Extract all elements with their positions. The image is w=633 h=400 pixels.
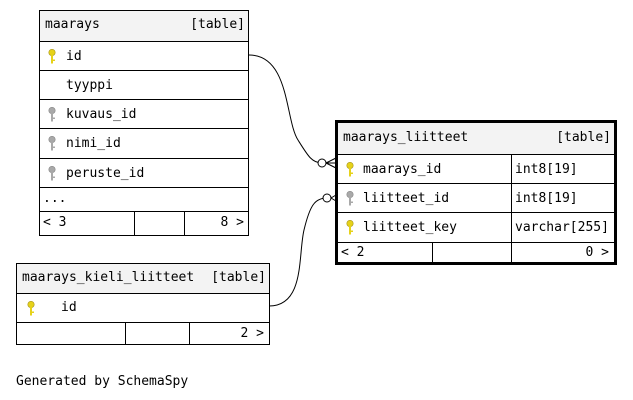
cell-divider — [184, 212, 185, 235]
foreign-key-icon — [346, 190, 354, 206]
table-name: maarays_kieli_liitteet — [22, 270, 195, 285]
primary-key-icon — [48, 48, 56, 64]
table-maarays-liitteet[interactable]: maarays_liitteet [table] maarays_id int8… — [335, 120, 617, 265]
column-name: liitteet_id — [363, 191, 450, 206]
table-kind: [table] — [190, 17, 245, 32]
column-name: nimi_id — [66, 136, 121, 151]
column-row[interactable]: nimi_id — [40, 128, 248, 158]
cell-divider — [511, 243, 512, 263]
column-name: liitteet_key — [363, 220, 457, 235]
column-name: kuvaus_id — [66, 107, 137, 122]
cell-divider — [511, 184, 512, 213]
parents-count[interactable]: < 2 — [341, 245, 365, 260]
table-name: maarays — [45, 17, 100, 32]
foreign-key-icon — [48, 135, 56, 151]
cell-divider — [511, 155, 512, 184]
cell-divider — [432, 243, 433, 263]
edge-end-circle — [322, 193, 332, 203]
primary-key-icon — [27, 300, 35, 316]
more-columns-indicator: ... — [43, 191, 67, 206]
column-name: peruste_id — [66, 166, 145, 181]
column-row[interactable]: liitteet_id int8[19] — [338, 183, 614, 213]
column-row[interactable]: maarays_id int8[19] — [338, 154, 614, 184]
cell-divider — [125, 323, 126, 344]
column-type: int8[19] — [515, 162, 578, 177]
table-header[interactable]: maarays [table] — [40, 11, 248, 41]
generator-footer: Generated by SchemaSpy — [16, 374, 189, 389]
children-count[interactable]: 0 > — [585, 245, 609, 260]
table-kind: [table] — [211, 270, 266, 285]
more-columns-row[interactable]: ... — [40, 187, 248, 211]
table-maarays-kieli-liitteet[interactable]: maarays_kieli_liitteet [table] id 2 > — [16, 263, 270, 345]
table-maarays[interactable]: maarays [table] id tyyppi kuvaus_id nimi… — [39, 10, 249, 236]
cell-divider — [134, 212, 135, 235]
column-row[interactable]: liitteet_key varchar[255] — [338, 212, 614, 242]
edge-maarays-kieli-liitteet-to-maarays-liitteet — [268, 197, 328, 307]
column-type: int8[19] — [515, 191, 578, 206]
column-row[interactable]: kuvaus_id — [40, 99, 248, 129]
primary-key-icon — [346, 219, 354, 235]
cell-divider — [511, 213, 512, 242]
column-row[interactable]: tyyppi — [40, 70, 248, 100]
column-name: tyyppi — [66, 78, 113, 93]
children-count[interactable]: 8 > — [220, 215, 244, 230]
relationship-counts-row: < 2 0 > — [338, 242, 614, 263]
column-row[interactable]: id — [17, 293, 269, 322]
primary-key-icon — [346, 161, 354, 177]
cell-divider — [189, 323, 190, 344]
table-header[interactable]: maarays_kieli_liitteet [table] — [17, 264, 269, 293]
table-name: maarays_liitteet — [343, 130, 469, 145]
column-name: maarays_id — [363, 162, 442, 177]
relationship-counts-row: < 3 8 > — [40, 211, 248, 235]
column-name: id — [61, 300, 77, 315]
column-row[interactable]: id — [40, 41, 248, 71]
edge-end-circle — [317, 158, 327, 168]
foreign-key-icon — [48, 165, 56, 181]
table-header[interactable]: maarays_liitteet [table] — [338, 123, 614, 154]
column-row[interactable]: peruste_id — [40, 158, 248, 188]
children-count[interactable]: 2 > — [240, 326, 264, 341]
edge-maarays-to-maarays-liitteet — [248, 54, 323, 164]
edge-crowfoot-icon — [325, 157, 337, 169]
column-name: id — [66, 49, 82, 64]
table-kind: [table] — [556, 130, 611, 145]
foreign-key-icon — [48, 106, 56, 122]
relationship-counts-row: 2 > — [17, 322, 269, 344]
parents-count[interactable]: < 3 — [43, 215, 67, 230]
column-type: varchar[255] — [515, 220, 609, 235]
